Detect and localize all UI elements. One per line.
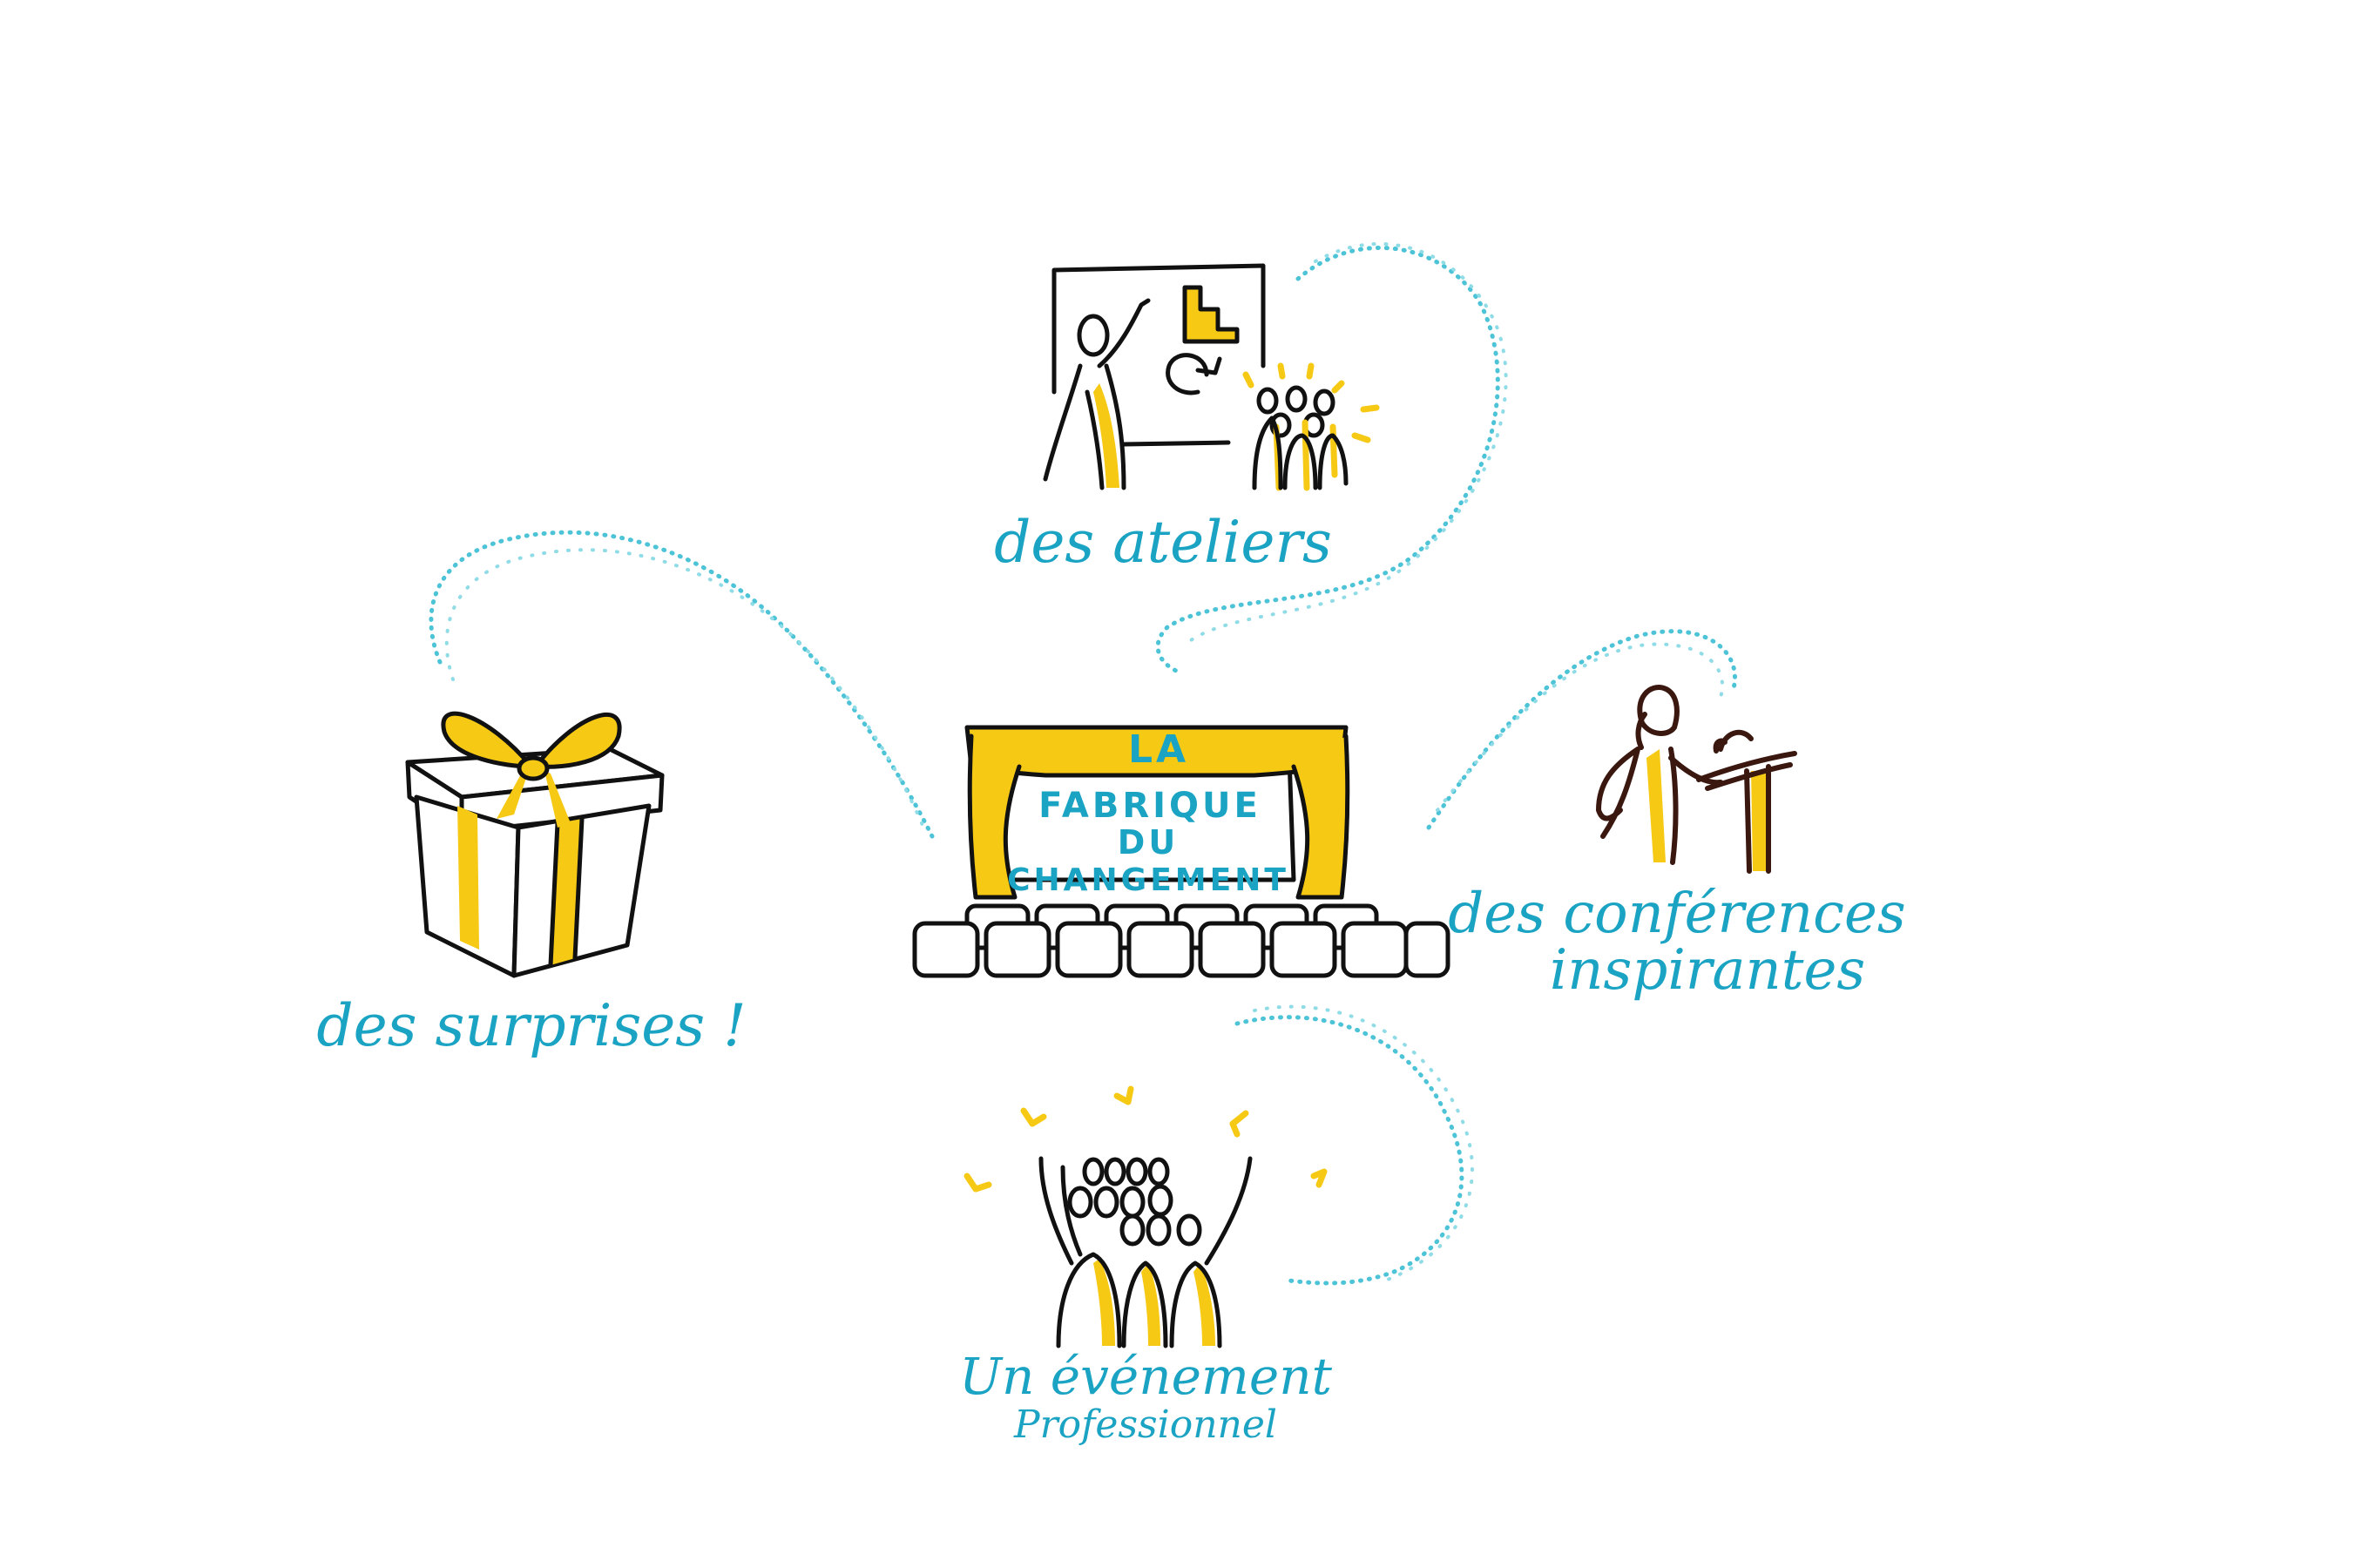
speaker-illustration: [1596, 685, 1797, 874]
trail-top: [1155, 245, 1500, 673]
stage-illustration: [912, 725, 1450, 978]
crowd-illustration: [963, 1085, 1328, 1348]
stage-title-fabrique: FABRIQUE: [1038, 786, 1261, 826]
label-evenement-line2: Professionnel: [1013, 1402, 1277, 1447]
label-evenement-line1: Un événement: [959, 1347, 1332, 1406]
trail-left: [429, 530, 935, 839]
label-ateliers: des ateliers: [994, 509, 1332, 576]
ateliers-illustration: [1043, 263, 1380, 491]
trail-bottom: [1234, 1015, 1464, 1286]
label-conferences-line1: des conférences: [1448, 882, 1905, 946]
gift-illustration: [405, 711, 665, 978]
label-surprises: des surprises !: [316, 992, 746, 1059]
stage-title-la: LA: [1128, 727, 1189, 772]
stage-title-changement: CHANGEMENT: [1007, 862, 1289, 898]
stage-title-du: DU: [1118, 823, 1179, 862]
trail-right: [1426, 629, 1737, 830]
dotted-trails: [429, 241, 1737, 1286]
label-conferences-line2: inspirantes: [1550, 938, 1865, 1003]
